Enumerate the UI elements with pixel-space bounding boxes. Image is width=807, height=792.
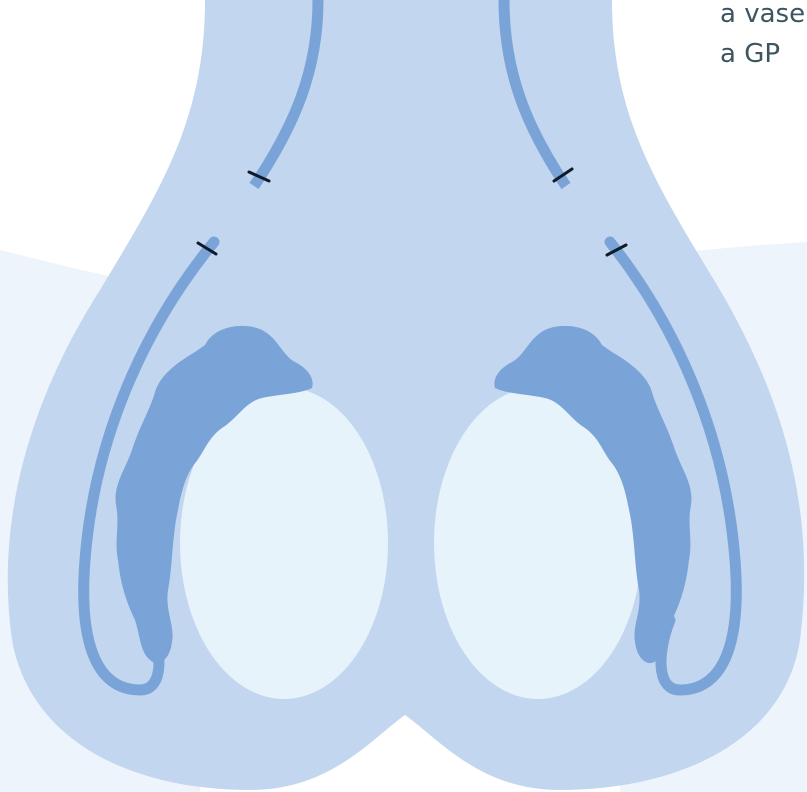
caption-text: a vase a GP — [720, 0, 807, 74]
caption-line-1: a vase — [720, 0, 807, 34]
caption-line-2: a GP — [720, 34, 807, 74]
